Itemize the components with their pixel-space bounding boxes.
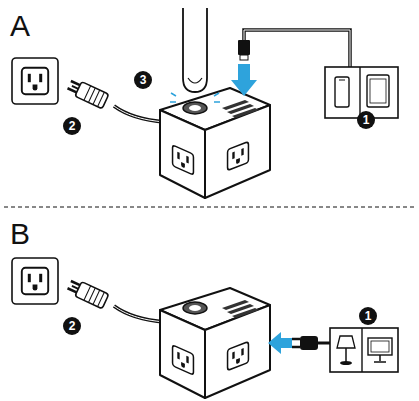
callout-number: 2 [69, 320, 76, 332]
callout-number: 3 [140, 74, 147, 86]
setup-a [12, 8, 398, 198]
callout-number: 2 [69, 120, 76, 132]
setup-b [12, 258, 398, 398]
divider-line [4, 207, 415, 208]
callout-number: 1 [363, 114, 370, 126]
panel-letter: B [10, 219, 30, 249]
callout-number: 1 [365, 310, 372, 322]
panel-letter: A [10, 11, 30, 41]
